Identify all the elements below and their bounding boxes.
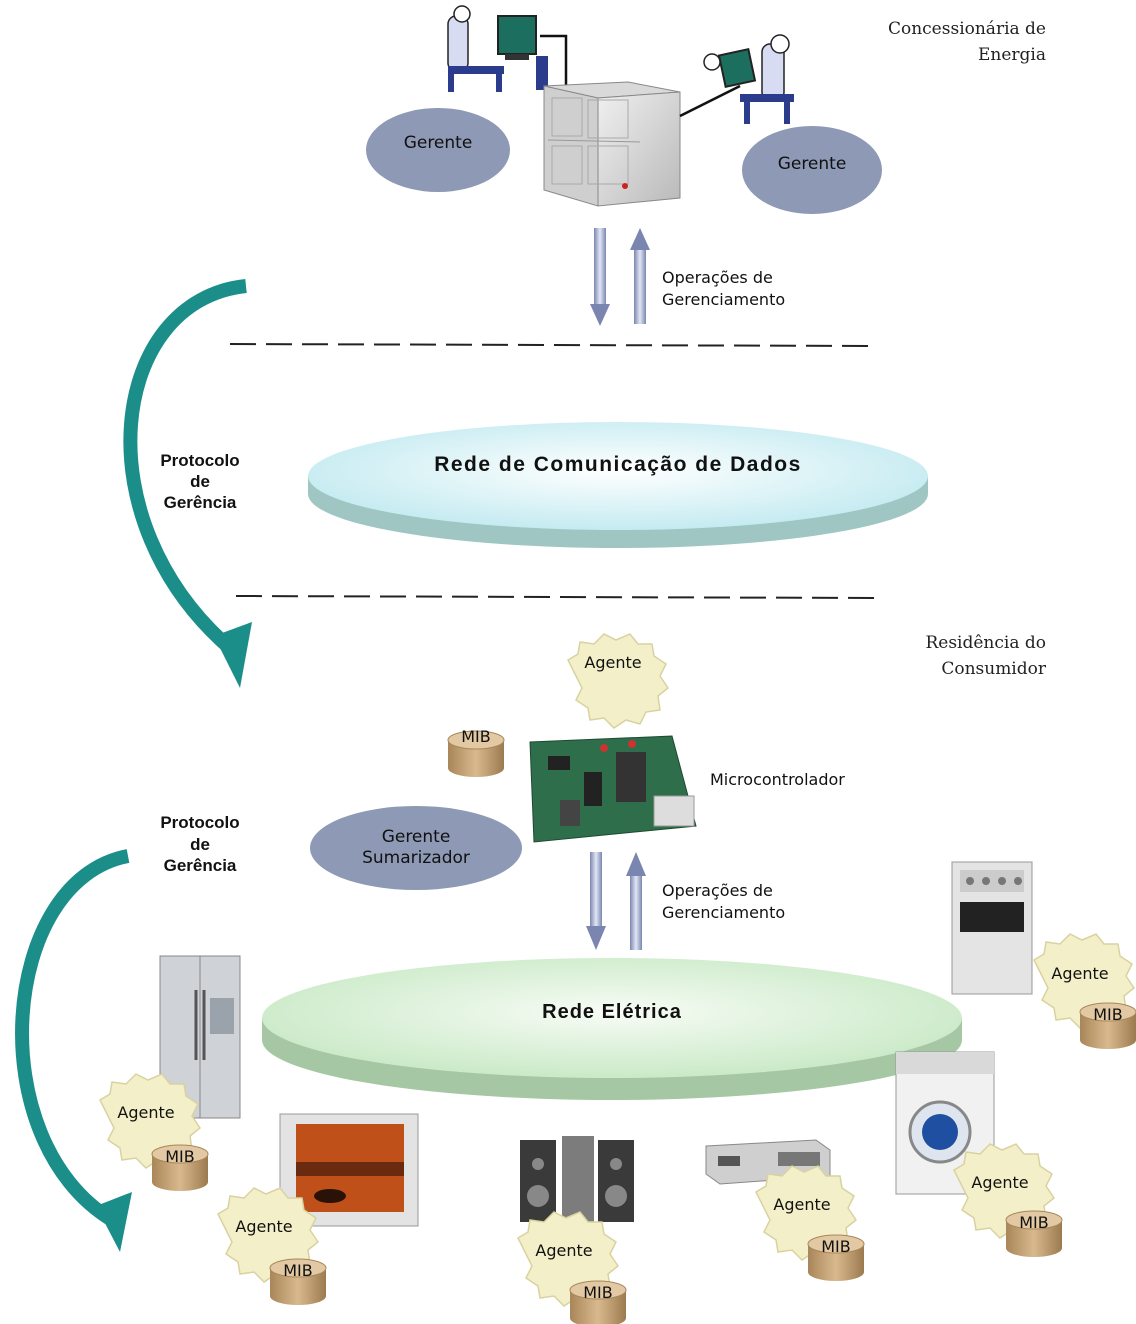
washing-machine-icon [895, 1051, 995, 1195]
data-network-label: Rede de Comunicação de Dados [434, 453, 802, 476]
ops-label-bottom-line1: Operações de [662, 881, 773, 900]
protocol-label-bottom-line2: de [190, 835, 210, 854]
mib-label-stove: MIB [1093, 1005, 1123, 1024]
agent-label-stereo: Agente [535, 1241, 592, 1260]
microcontroller-board-icon [529, 735, 697, 843]
electric-network-disk [262, 958, 962, 1100]
ops-down-arrow-top [590, 228, 610, 326]
server-icon [543, 81, 681, 207]
residence-label-line1: Residência do [925, 633, 1046, 653]
agent-label-receiver: Agente [773, 1195, 830, 1214]
data-network-disk [308, 422, 928, 548]
television-icon [279, 1113, 419, 1227]
mib-label-tv: MIB [283, 1261, 313, 1280]
ops-label-top-line1: Operações de [662, 268, 773, 287]
protocol-arrow-bottom [15, 849, 132, 1252]
summarizer-label-line1: Gerente [382, 827, 451, 847]
protocol-label-top-line3: Gerência [164, 493, 237, 512]
agent-label-washer: Agente [971, 1173, 1028, 1192]
agent-label-fridge: Agente [117, 1103, 174, 1122]
residence-label-line2: Consumidor [941, 659, 1047, 679]
operator-left-icon [447, 5, 548, 92]
agent-gear-micro [567, 633, 669, 729]
ops-down-arrow-bottom [586, 852, 606, 950]
agent-label-micro: Agente [584, 653, 641, 672]
manager-right-ellipse [742, 126, 882, 214]
mib-label-washer: MIB [1019, 1213, 1049, 1232]
dashed-separator-bottom [235, 595, 879, 599]
electric-network-label: Rede Elétrica [542, 1001, 682, 1023]
ops-label-bottom-line2: Gerenciamento [662, 903, 785, 922]
company-label-line2: Energia [978, 45, 1046, 65]
dashed-separator-top [229, 343, 877, 347]
summarizer-manager-ellipse [310, 806, 522, 890]
mib-label-micro: MIB [461, 727, 491, 746]
refrigerator-icon [159, 955, 241, 1119]
protocol-label-bottom-line3: Gerência [164, 856, 237, 875]
stereo-icon [520, 1136, 634, 1224]
mib-label-stereo: MIB [583, 1283, 613, 1302]
company-label-line1: Concessionária de [888, 19, 1046, 39]
protocol-label-top-line2: de [190, 472, 210, 491]
agent-label-stove: Agente [1051, 964, 1108, 983]
manager-left-ellipse [366, 108, 510, 192]
microcontroller-label: Microcontrolador [710, 770, 845, 789]
manager-left-label: Gerente [404, 133, 473, 153]
protocol-label-bottom-line1: Protocolo [160, 813, 239, 832]
ops-label-top-line2: Gerenciamento [662, 290, 785, 309]
connection-cable-left [540, 34, 568, 90]
ops-up-arrow-bottom [626, 852, 646, 950]
manager-right-label: Gerente [778, 154, 847, 174]
summarizer-label-line2: Sumarizador [362, 848, 470, 868]
connection-cable-right [679, 84, 741, 118]
operator-right-icon [703, 34, 794, 124]
protocol-arrow-top [123, 279, 252, 688]
agent-label-tv: Agente [235, 1217, 292, 1236]
ops-up-arrow-top [630, 228, 650, 324]
mib-label-fridge: MIB [165, 1147, 195, 1166]
protocol-label-top-line1: Protocolo [160, 451, 239, 470]
mib-label-receiver: MIB [821, 1237, 851, 1256]
stove-icon [951, 861, 1033, 995]
